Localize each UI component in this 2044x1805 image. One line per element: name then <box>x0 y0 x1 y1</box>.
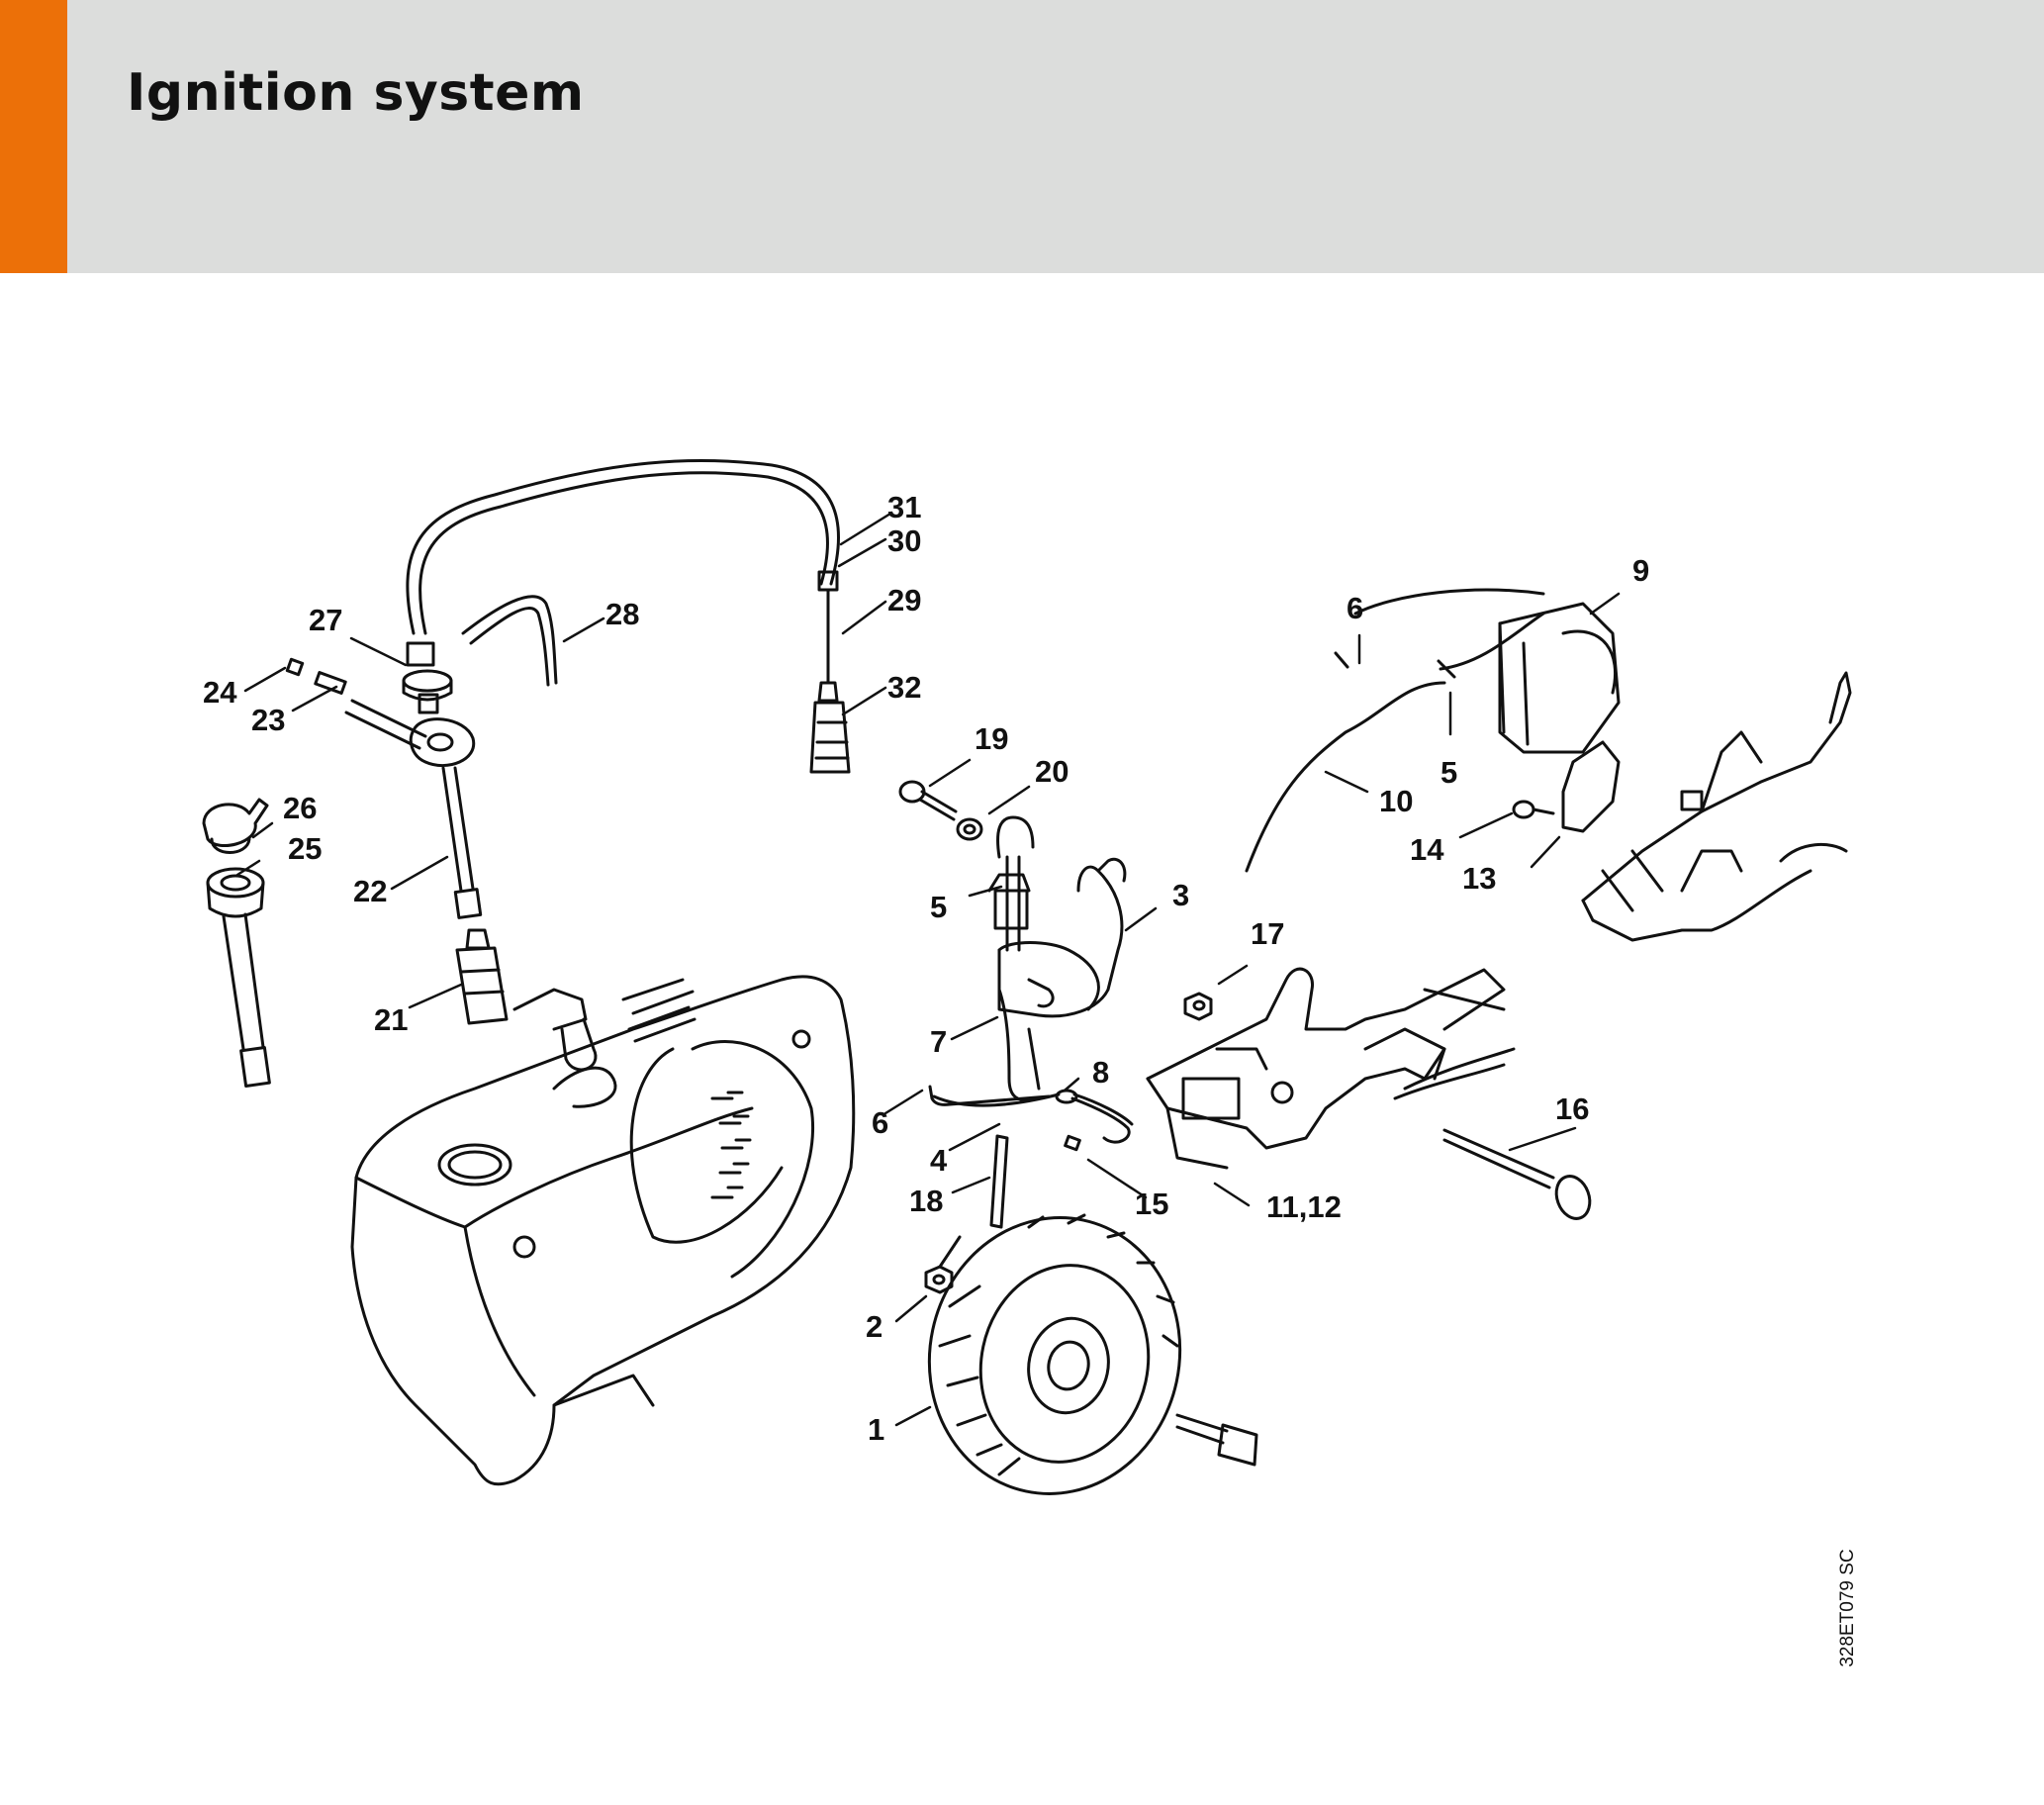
header-accent-bar <box>0 0 67 273</box>
callout-25: 25 <box>288 831 322 866</box>
callout-8: 8 <box>1092 1055 1109 1090</box>
callout-labels: 31 30 29 32 28 27 24 23 26 25 22 21 19 2… <box>203 490 1649 1447</box>
callout-5-lower: 5 <box>930 890 947 924</box>
callout-23: 23 <box>251 703 285 737</box>
callout-32: 32 <box>887 670 921 705</box>
callout-19: 19 <box>975 721 1008 756</box>
ignition-module-9 <box>1245 588 1621 873</box>
callout-10: 10 <box>1379 784 1413 818</box>
callout-13: 13 <box>1462 861 1496 896</box>
reference-code: 328ET079 SC <box>1828 1544 1868 1672</box>
hose-28 <box>461 595 558 687</box>
callout-7: 7 <box>930 1024 947 1059</box>
callout-11-12: 11,12 <box>1266 1189 1342 1224</box>
callout-14: 14 <box>1410 832 1444 867</box>
pickup-body-32 <box>809 681 851 774</box>
header-band <box>0 0 2044 273</box>
callout-26: 26 <box>283 791 317 825</box>
ground-lead <box>928 1085 1134 1229</box>
fuel-line-assembly <box>406 458 840 685</box>
plug-26 <box>202 798 269 854</box>
callout-1: 1 <box>868 1412 884 1447</box>
crankcase-center <box>1146 967 1516 1170</box>
callout-31: 31 <box>887 490 921 524</box>
exploded-parts-diagram: 31 30 29 32 28 27 24 23 26 25 22 21 19 2… <box>202 458 1852 1495</box>
fan-housing <box>350 975 856 1486</box>
valve-27 <box>402 641 453 714</box>
screw-19-washer-20 <box>898 780 983 841</box>
callout-18: 18 <box>909 1184 943 1218</box>
callout-15: 15 <box>1135 1187 1168 1221</box>
callout-9: 9 <box>1632 553 1649 588</box>
callout-21: 21 <box>374 1002 408 1037</box>
callout-29: 29 <box>887 583 921 618</box>
callout-3: 3 <box>1172 878 1189 912</box>
nut-17 <box>1183 992 1213 1021</box>
callout-16: 16 <box>1555 1092 1589 1126</box>
bolt-16 <box>1442 1128 1592 1220</box>
callout-22: 22 <box>353 874 387 908</box>
callout-2: 2 <box>866 1309 883 1344</box>
nut-2 <box>924 1265 954 1294</box>
pickup-body-21 <box>455 928 509 1025</box>
crankcase-section <box>1581 671 1852 942</box>
callout-27: 27 <box>309 603 342 637</box>
reference-code-text: 328ET079 SC <box>1837 1549 1858 1667</box>
small-parts-23-24 <box>285 657 347 695</box>
callout-6-upper: 6 <box>1347 591 1363 625</box>
flywheel-1 <box>927 1213 1258 1495</box>
callout-30: 30 <box>887 523 921 558</box>
leader-lines <box>235 512 1621 1427</box>
callout-24: 24 <box>203 675 237 710</box>
callout-5-upper: 5 <box>1440 755 1457 790</box>
page-title: Ignition system <box>127 63 585 123</box>
grommet-oil-line-25 <box>206 867 271 1088</box>
callout-17: 17 <box>1251 916 1284 951</box>
callout-6-lower: 6 <box>872 1105 888 1140</box>
callout-28: 28 <box>605 597 639 631</box>
fuel-hose-22 <box>344 699 483 919</box>
callout-20: 20 <box>1035 754 1068 789</box>
bracket-13 <box>1512 740 1621 833</box>
callout-4: 4 <box>930 1143 948 1178</box>
